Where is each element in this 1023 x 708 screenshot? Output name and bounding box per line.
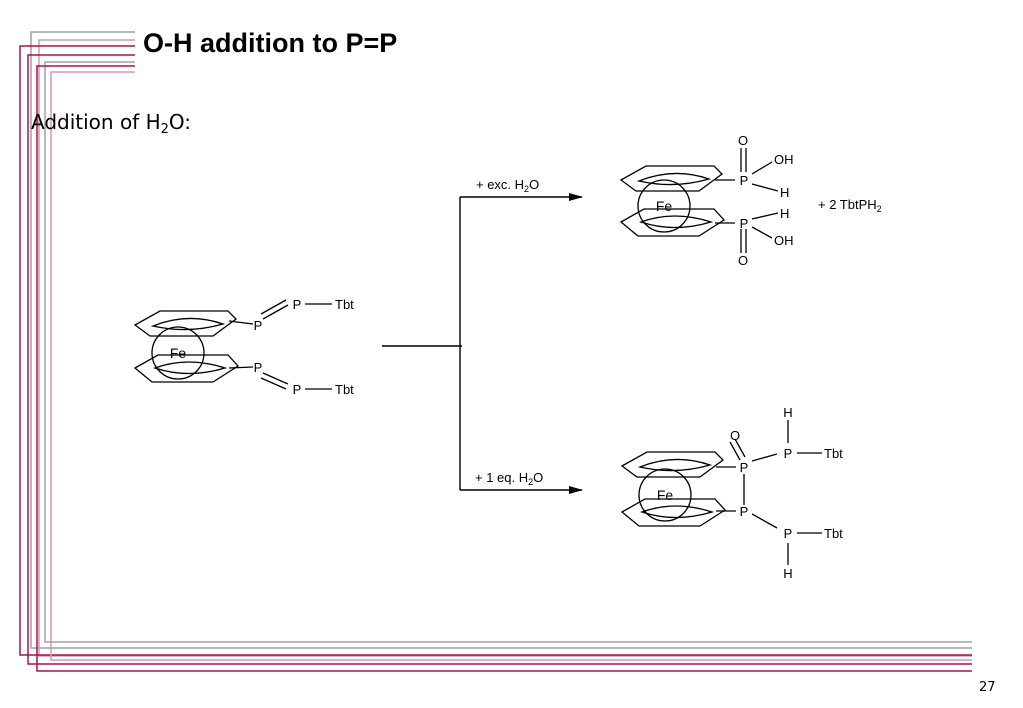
reactant-p3-label: P (254, 360, 263, 375)
frame-line-gray-outer (30, 31, 972, 649)
reactant-tbt1-label: Tbt (335, 297, 354, 312)
slide-subtitle: Addition of H2O: (31, 110, 191, 137)
subtitle-subscript: 2 (160, 122, 169, 137)
upper-product-h1: H (780, 185, 789, 200)
upper-product-oh2: OH (774, 233, 794, 248)
frame-line-pink-inner (50, 71, 972, 661)
lower-product-p2: P (784, 446, 793, 461)
reactant-tbt2-label: Tbt (335, 382, 354, 397)
slide-title: O-H addition to P=P (143, 28, 398, 58)
frame-line-crimson-1 (19, 45, 972, 656)
upper-product-p1: P (740, 173, 749, 188)
frame-line-gray-inner (44, 61, 972, 643)
upper-condition: + exc. H2O (476, 177, 539, 194)
upper-product-fe-label: Fe (656, 198, 673, 214)
lower-product-tbt1: Tbt (824, 446, 843, 461)
subtitle-prefix: Addition of H (31, 110, 161, 134)
upper-product-o-bottom: O (738, 253, 748, 268)
subtitle-suffix: O: (168, 110, 192, 134)
frame-line-crimson-3 (36, 65, 972, 672)
reaction-arrows (382, 193, 583, 494)
upper-product-structure (619, 148, 779, 253)
reactant-p2-label: P (293, 297, 302, 312)
lower-product-structure (620, 420, 822, 565)
page-number: 27 (979, 680, 996, 695)
lower-product-o: O (730, 428, 740, 443)
upper-byproduct: + 2 TbtPH2 (818, 197, 882, 214)
upper-product-oh1: OH (774, 152, 794, 167)
reactant-p4-label: P (293, 382, 302, 397)
reactant-fe-label: Fe (170, 345, 187, 361)
ferrocene-top-ring (133, 310, 237, 337)
lower-condition: + 1 eq. H2O (475, 470, 543, 487)
lower-product-tbt2: Tbt (824, 526, 843, 541)
lower-product-h-bottom: H (783, 566, 792, 581)
ferrocene-bottom-ring (133, 354, 239, 383)
upper-product-h2: H (780, 206, 789, 221)
iron-center-circle (151, 326, 205, 380)
reactant-structure (133, 299, 332, 390)
lower-product-p4: P (784, 526, 793, 541)
lower-product-h-top: H (783, 405, 792, 420)
frame-line-pink-outer (38, 39, 972, 657)
reactant-p1-label: P (254, 318, 263, 333)
lower-product-p3: P (740, 504, 749, 519)
upper-product-p2: P (740, 216, 749, 231)
upper-product-o-top: O (738, 133, 748, 148)
frame-line-crimson-2 (27, 54, 972, 665)
lower-product-fe-label: Fe (657, 487, 674, 503)
lower-product-p1: P (740, 460, 749, 475)
